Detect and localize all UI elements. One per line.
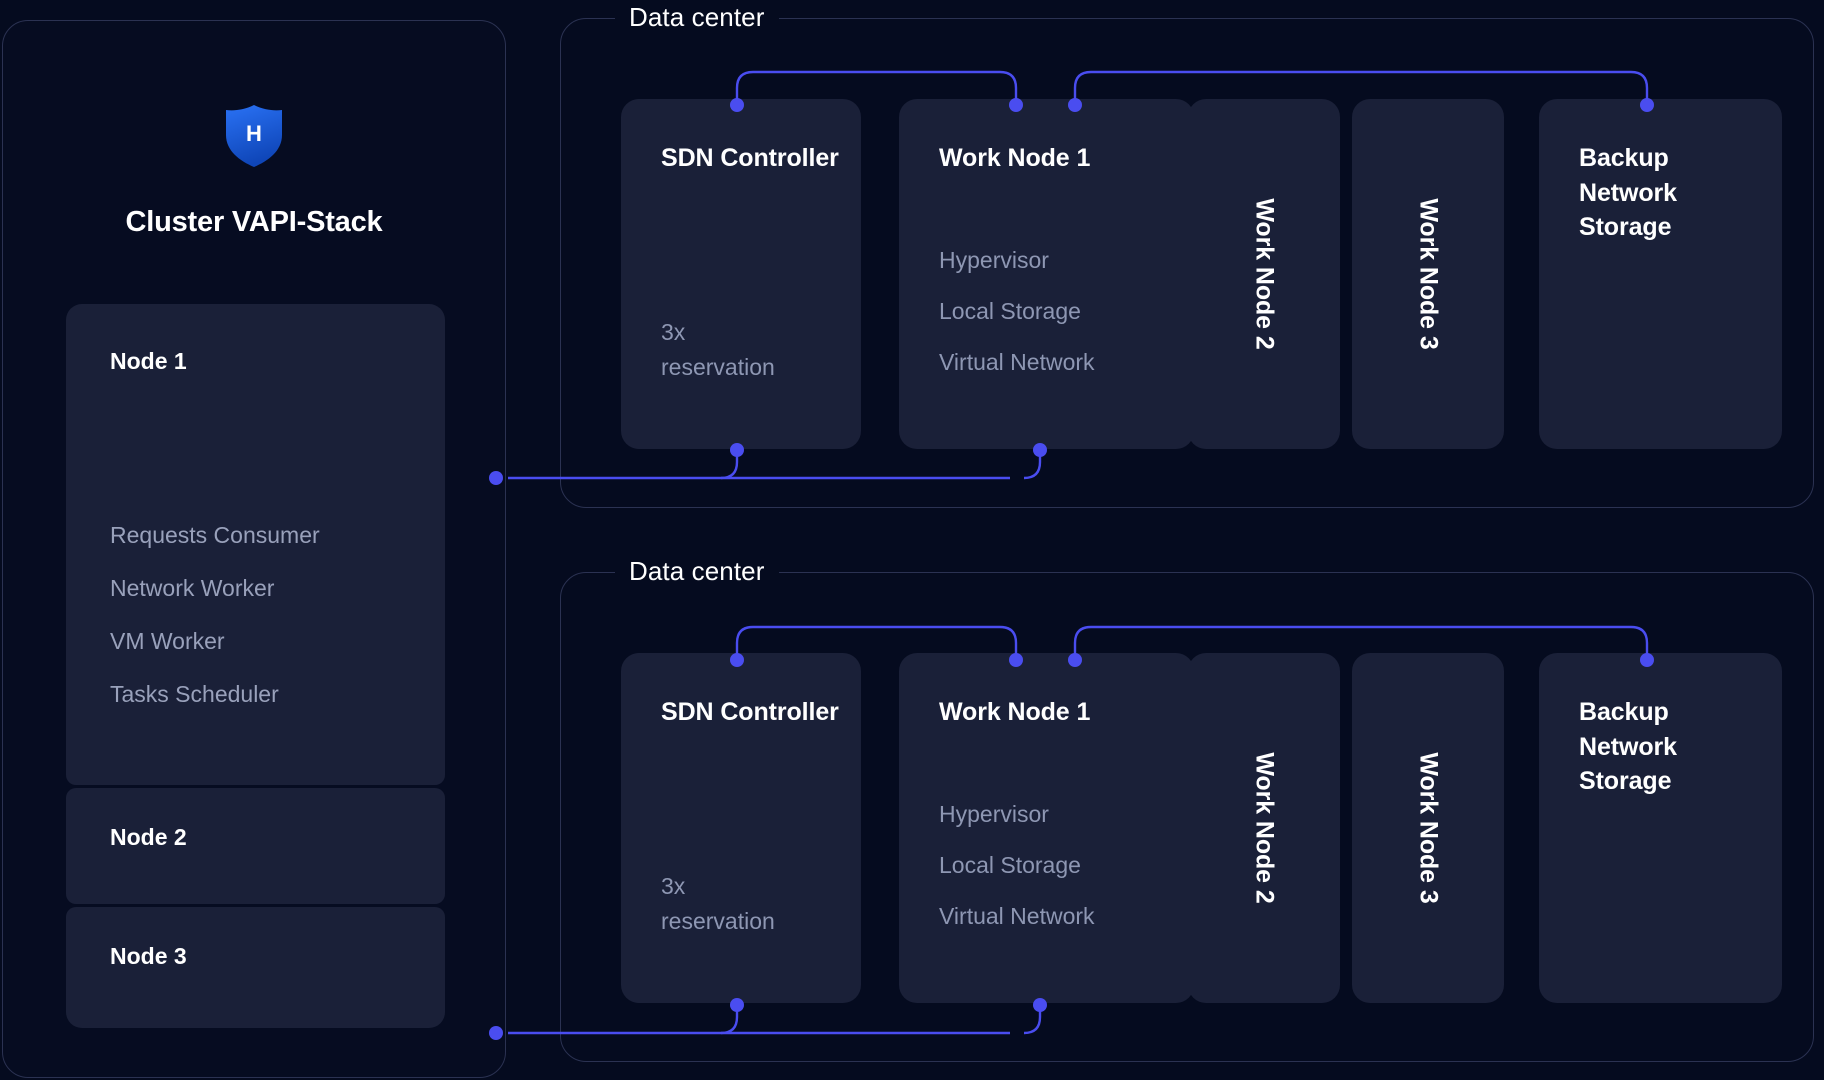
logo-letter: H: [246, 121, 262, 146]
sdn-controller-title: SDN Controller: [661, 144, 839, 172]
shield-h-icon: H: [226, 105, 282, 167]
work-node-service: Hypervisor: [939, 247, 1049, 273]
work-node-1-box[interactable]: Work Node 1 Hypervisor Local Storage Vir…: [899, 99, 1194, 449]
backup-network-storage-title: Backup Network Storage: [1579, 698, 1677, 795]
work-node-service: Local Storage: [939, 298, 1081, 324]
work-node-service: Hypervisor: [939, 801, 1049, 827]
data-center-row: SDN Controller 3x reservation Work Node …: [621, 653, 1782, 1003]
cluster-title: Cluster VAPI-Stack: [125, 206, 383, 238]
work-node-1-title: Work Node 1: [939, 144, 1091, 172]
work-node-1-services: Hypervisor Local Storage Virtual Network: [939, 801, 1095, 930]
backup-network-storage-box[interactable]: Backup Network Storage: [1539, 653, 1782, 1003]
data-center-group-1: Data center SDN Controller 3x reservatio…: [560, 2, 1814, 508]
work-node-service: Virtual Network: [939, 349, 1095, 375]
work-node-2-box[interactable]: Work Node 2: [1188, 99, 1340, 449]
sdn-controller-note: 3x reservation: [661, 873, 775, 934]
work-node-3-box[interactable]: Work Node 3: [1352, 99, 1504, 449]
data-center-group-2: Data center SDN Controller 3x reservatio…: [560, 556, 1814, 1062]
cluster-panel: H Cluster VAPI-Stack Node 1 Requests Con…: [2, 20, 506, 1078]
work-node-2-box[interactable]: Work Node 2: [1188, 653, 1340, 1003]
sdn-controller-box[interactable]: SDN Controller 3x reservation: [621, 99, 861, 449]
cluster-node-service: Requests Consumer: [110, 522, 320, 548]
cluster-node-card[interactable]: Node 3: [66, 907, 445, 1028]
work-node-3-title: Work Node 3: [1414, 752, 1443, 904]
data-center-legend: Data center: [615, 2, 779, 33]
work-node-service: Local Storage: [939, 852, 1081, 878]
work-node-service: Virtual Network: [939, 903, 1095, 929]
cluster-node-label: Node 3: [110, 943, 187, 969]
work-node-1-box[interactable]: Work Node 1 Hypervisor Local Storage Vir…: [899, 653, 1194, 1003]
sdn-controller-note: 3x reservation: [661, 319, 775, 380]
cluster-node-stack: Node 1 Requests Consumer Network Worker …: [66, 304, 445, 1028]
cluster-node-services: Requests Consumer Network Worker VM Work…: [110, 522, 320, 708]
data-center-row: SDN Controller 3x reservation Work Node …: [621, 99, 1782, 449]
work-node-1-title: Work Node 1: [939, 698, 1091, 726]
cluster-node-card[interactable]: Node 2: [66, 788, 445, 904]
cluster-node-label: Node 1: [110, 348, 187, 374]
sdn-controller-title: SDN Controller: [661, 698, 839, 726]
cluster-node-service: VM Worker: [110, 628, 225, 654]
cluster-node-label: Node 2: [110, 824, 187, 850]
cluster-node-service: Network Worker: [110, 575, 275, 601]
work-node-2-title: Work Node 2: [1250, 752, 1279, 904]
work-node-2-title: Work Node 2: [1250, 198, 1279, 350]
cluster-node-card[interactable]: Node 1 Requests Consumer Network Worker …: [66, 304, 445, 785]
backup-network-storage-box[interactable]: Backup Network Storage: [1539, 99, 1782, 449]
work-node-3-box[interactable]: Work Node 3: [1352, 653, 1504, 1003]
backup-network-storage-title: Backup Network Storage: [1579, 144, 1677, 241]
work-node-1-services: Hypervisor Local Storage Virtual Network: [939, 247, 1095, 376]
cluster-node-service: Tasks Scheduler: [110, 681, 279, 707]
sdn-controller-box[interactable]: SDN Controller 3x reservation: [621, 653, 861, 1003]
work-node-3-title: Work Node 3: [1414, 198, 1443, 350]
data-center-legend: Data center: [615, 556, 779, 587]
